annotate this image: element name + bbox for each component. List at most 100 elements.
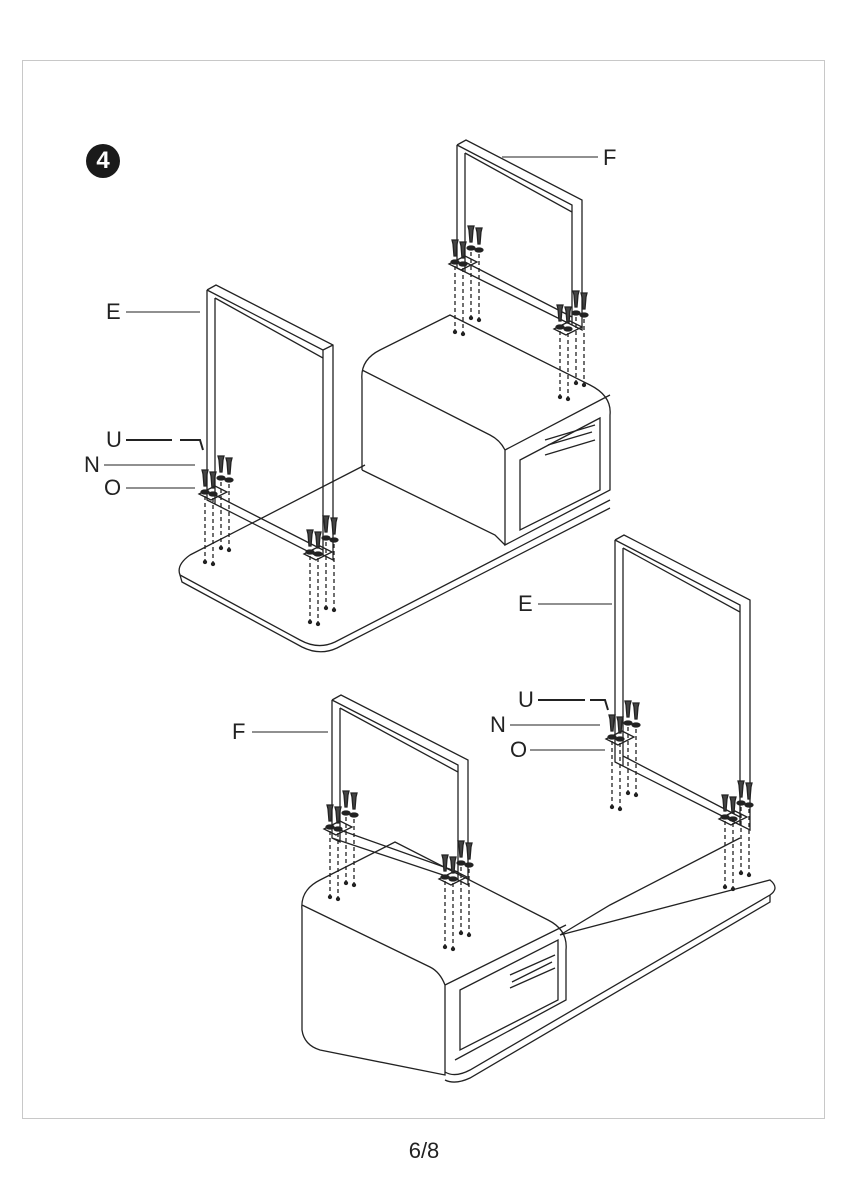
screw-icon xyxy=(225,457,233,475)
hole-marker xyxy=(565,396,571,402)
washer-icon xyxy=(607,734,617,740)
hole-marker xyxy=(581,382,587,388)
screw-icon xyxy=(350,792,358,810)
washer-icon xyxy=(563,326,573,332)
label-part-u-top: U xyxy=(106,427,122,452)
label-part-e-bottom: E xyxy=(518,591,533,616)
washer-icon xyxy=(736,800,746,806)
connector-plate xyxy=(604,730,636,746)
label-part-n-bottom: N xyxy=(490,712,506,737)
screw-icon xyxy=(465,842,473,860)
page-border xyxy=(22,60,825,1119)
washer-icon xyxy=(579,312,589,318)
connector-plate xyxy=(447,255,479,271)
washer-icon xyxy=(555,324,565,330)
washer-icon xyxy=(615,736,625,742)
screw-icon xyxy=(632,702,640,720)
screw-icon xyxy=(475,227,483,245)
bottom-frame-e xyxy=(614,534,751,832)
screw-icon xyxy=(616,716,624,734)
hole-marker xyxy=(450,946,456,952)
top-desk xyxy=(178,314,611,653)
washer-icon xyxy=(720,814,730,820)
hole-marker xyxy=(202,559,208,565)
connector-plate xyxy=(552,320,584,336)
washer-icon xyxy=(325,824,335,830)
connector-plate xyxy=(322,820,354,836)
screw-icon xyxy=(459,241,467,259)
screw-icon xyxy=(580,292,588,310)
top-desk-plate-edge xyxy=(179,507,611,653)
washer-icon xyxy=(224,477,234,483)
bottom-drawer-slide xyxy=(509,954,556,989)
leader-lines xyxy=(104,156,612,751)
washer-icon xyxy=(631,722,641,728)
washer-icon xyxy=(216,475,226,481)
hole-marker xyxy=(573,380,579,386)
screw-icon xyxy=(209,471,217,489)
washer-icon xyxy=(456,860,466,866)
fastener-group xyxy=(197,225,754,952)
screw-icon xyxy=(457,840,465,858)
screw-icon xyxy=(608,714,616,732)
washer-icon xyxy=(571,310,581,316)
top-frame-e xyxy=(206,284,334,562)
hole-marker xyxy=(442,944,448,950)
hole-marker xyxy=(476,317,482,323)
washer-icon xyxy=(349,812,359,818)
washer-icon xyxy=(623,720,633,726)
hole-marker xyxy=(466,932,472,938)
washer-icon xyxy=(313,551,323,557)
washer-icon xyxy=(458,261,468,267)
label-part-n-top: N xyxy=(84,452,100,477)
washer-icon xyxy=(464,862,474,868)
hole-marker xyxy=(331,607,337,613)
hole-marker xyxy=(633,792,639,798)
bottom-cabinet xyxy=(301,841,567,1076)
washer-icon xyxy=(329,537,339,543)
label-part-f-top: F xyxy=(603,145,617,170)
label-part-o-top: O xyxy=(104,475,122,500)
label-part-u-bottom: U xyxy=(518,687,534,712)
hole-marker xyxy=(617,806,623,812)
washer-icon xyxy=(208,491,218,497)
hole-marker xyxy=(315,621,321,627)
label-part-o-bottom: O xyxy=(510,737,528,762)
screw-icon xyxy=(721,794,729,812)
label-part-f-bottom: F xyxy=(232,719,246,744)
hole-marker xyxy=(307,619,313,625)
hole-marker xyxy=(323,605,329,611)
screw-icon xyxy=(556,304,564,322)
connector-plate xyxy=(302,545,334,561)
top-desk-plate xyxy=(178,464,611,647)
screw-icon xyxy=(330,517,338,535)
hole-marker xyxy=(468,315,474,321)
screw-icon xyxy=(342,790,350,808)
washer-icon xyxy=(321,535,331,541)
hole-marker xyxy=(327,894,333,900)
screw-icon xyxy=(334,806,342,824)
washer-icon xyxy=(440,874,450,880)
label-part-e-top: E xyxy=(106,299,121,324)
washer-icon xyxy=(728,816,738,822)
hole-marker xyxy=(746,872,752,878)
screw-icon xyxy=(451,239,459,257)
screw-icon xyxy=(322,515,330,533)
top-frame-f xyxy=(456,139,583,332)
bottom-desk xyxy=(301,837,776,1083)
hole-marker xyxy=(625,790,631,796)
top-cabinet xyxy=(361,314,611,547)
screw-icon xyxy=(449,856,457,874)
hole-marker xyxy=(730,886,736,892)
screw-icon xyxy=(314,531,322,549)
screw-icon xyxy=(564,306,572,324)
screw-icon xyxy=(572,290,580,308)
hole-marker xyxy=(458,930,464,936)
hole-marker xyxy=(738,870,744,876)
hole-marker xyxy=(460,331,466,337)
screw-icon xyxy=(217,455,225,473)
connector-plate xyxy=(437,870,469,886)
hole-marker xyxy=(343,880,349,886)
screw-icon xyxy=(745,782,753,800)
